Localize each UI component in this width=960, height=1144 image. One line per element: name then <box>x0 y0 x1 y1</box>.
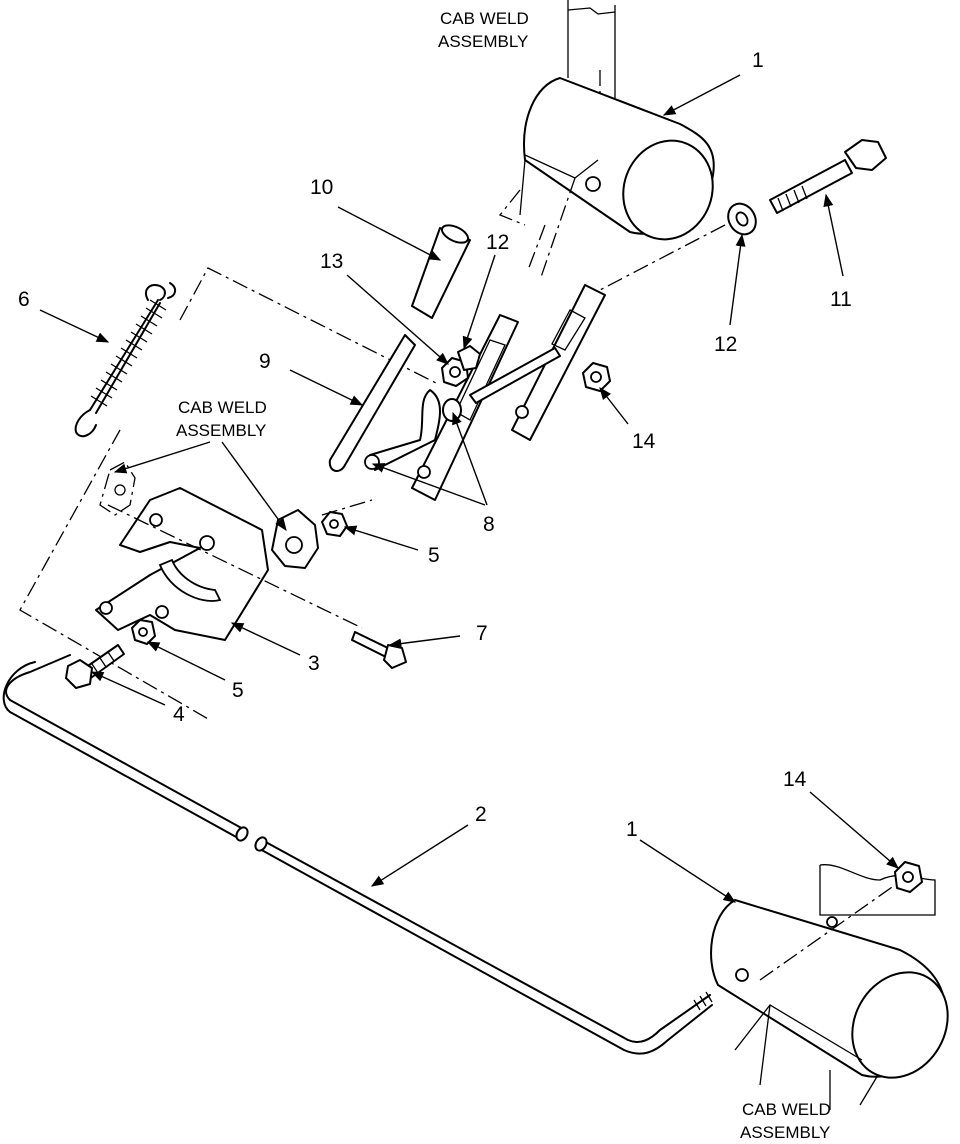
leader-14-lower <box>809 791 899 869</box>
callout-2: 2 <box>475 803 487 826</box>
pin-10 <box>411 224 471 319</box>
callout-10: 10 <box>310 176 333 199</box>
callout-7: 7 <box>476 622 488 645</box>
leader-7 <box>388 635 461 649</box>
caption-bottom-line2: ASSEMBLY <box>740 1123 830 1142</box>
leader-9 <box>289 369 364 406</box>
lever-9 <box>328 334 441 472</box>
cab-weld-nut-middle <box>271 509 319 569</box>
bolt-4 <box>65 644 125 689</box>
centerline-bolt <box>599 224 726 291</box>
cylinder-bottom <box>710 884 949 1086</box>
nut-14-lower <box>894 861 923 893</box>
caption-bottom-line1: CAB WELD <box>742 1100 831 1119</box>
leader-4 <box>90 671 166 706</box>
caption-top-line2: ASSEMBLY <box>438 32 528 51</box>
centerline-left <box>19 429 211 721</box>
leader-1-top <box>662 74 741 116</box>
washer-12-upper <box>727 202 757 236</box>
callout-13: 13 <box>320 250 343 273</box>
leader-3 <box>230 622 301 656</box>
leader-8a <box>371 463 486 506</box>
leader-12-lower <box>729 233 746 326</box>
rod-2 <box>2 654 713 1055</box>
callout-9: 9 <box>259 350 271 373</box>
leader-13 <box>346 274 449 365</box>
callout-11: 11 <box>830 288 852 311</box>
callout-5-lower: 5 <box>232 679 244 702</box>
leader-5-upper <box>343 525 419 551</box>
leader-cab-weld-left <box>113 441 211 474</box>
callout-5-upper: 5 <box>428 544 440 567</box>
callout-8: 8 <box>483 513 495 536</box>
bolt-11 <box>769 139 887 214</box>
centerline-plate <box>107 499 373 629</box>
cab-weld-bracket-bottom <box>819 864 936 1110</box>
callout-1-top: 1 <box>752 49 764 72</box>
slotted-arm <box>469 284 606 441</box>
leader-1-bottom <box>639 839 737 903</box>
callout-14-lower: 14 <box>783 768 807 791</box>
callout-3: 3 <box>308 652 320 675</box>
centerline-spring <box>179 267 441 386</box>
nut-5-upper <box>321 511 348 537</box>
caption-middle-line1: CAB WELD <box>178 398 267 417</box>
leader-14-upper <box>599 387 629 425</box>
leader-6 <box>39 309 110 343</box>
nut-14-upper <box>582 362 611 392</box>
cylinder-top <box>498 77 715 281</box>
callout-12-upper: 12 <box>486 231 509 254</box>
cab-weld-nut-left <box>99 461 136 516</box>
spring-6 <box>74 282 176 438</box>
callout-12-lower: 12 <box>714 333 737 356</box>
leader-10 <box>337 206 442 261</box>
caption-top-line1: CAB WELD <box>440 9 529 28</box>
leader-12-upper <box>462 254 496 350</box>
bracket-plate-3 <box>95 487 269 641</box>
link-plate <box>411 314 519 501</box>
leader-cab-weld-right <box>221 441 287 532</box>
leader-5-lower <box>146 641 226 681</box>
leader-2 <box>370 824 469 887</box>
callout-14-upper: 14 <box>632 430 656 453</box>
callout-1-bottom: 1 <box>626 818 638 841</box>
leader-11 <box>823 193 844 277</box>
callout-4: 4 <box>173 703 185 726</box>
stud-8 <box>442 398 462 422</box>
nut-5-lower <box>131 619 156 645</box>
caption-middle-line2: ASSEMBLY <box>176 421 266 440</box>
callout-6: 6 <box>18 288 30 311</box>
bolt-7 <box>351 631 407 669</box>
leader-8b <box>452 411 488 506</box>
